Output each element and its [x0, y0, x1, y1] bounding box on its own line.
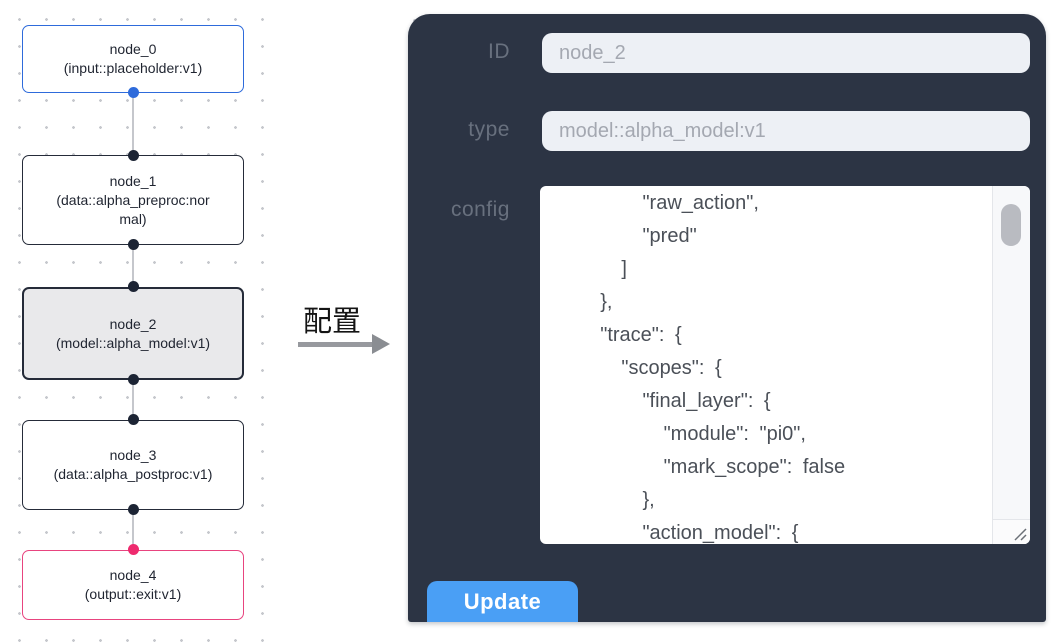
textarea-resize-handle-icon[interactable]: [1011, 525, 1027, 541]
node-subtitle: (data::alpha_preproc:normal): [56, 191, 210, 227]
flow-canvas[interactable]: node_0 (input::placeholder:v1) node_1 (d…: [0, 0, 280, 643]
node-subtitle: (input::placeholder:v1): [63, 60, 203, 76]
node3-source-handle[interactable]: [127, 504, 139, 515]
flow-node-node1[interactable]: node_1 (data::alpha_preproc:normal): [22, 155, 244, 245]
flow-node-node2-selected[interactable]: node_2 (model::alpha_model:v1): [22, 287, 244, 380]
config-scrollbar-thumb[interactable]: [1001, 204, 1021, 246]
type-input[interactable]: [542, 111, 1030, 151]
arrow-shaft: [298, 342, 374, 347]
node4-target-handle[interactable]: [127, 544, 139, 555]
node3-target-handle[interactable]: [127, 414, 139, 425]
node0-source-handle[interactable]: [127, 87, 139, 98]
node-subtitle: (data::alpha_postproc:v1): [53, 466, 213, 482]
flow-node-node0[interactable]: node_0 (input::placeholder:v1): [22, 25, 244, 93]
node1-target-handle[interactable]: [127, 150, 139, 161]
config-textarea[interactable]: "raw_action", "pred" ] }, "trace": { "sc…: [540, 186, 1030, 544]
update-button[interactable]: Update: [427, 581, 578, 622]
node2-target-handle[interactable]: [127, 281, 139, 292]
flow-node-node4[interactable]: node_4 (output::exit:v1): [22, 550, 244, 620]
type-field-label: type: [468, 118, 510, 141]
edge-node1-node2: [132, 245, 134, 287]
id-field-label: ID: [488, 40, 510, 63]
arrow-head: [372, 334, 390, 354]
flow-node-node3[interactable]: node_3 (data::alpha_postproc:v1): [22, 420, 244, 510]
node-title: node_0: [109, 41, 157, 57]
edge-node0-node1: [132, 93, 134, 155]
id-input[interactable]: [542, 33, 1030, 73]
node1-source-handle[interactable]: [127, 239, 139, 250]
edge-node3-node4: [132, 510, 134, 550]
node-subtitle: (model::alpha_model:v1): [55, 334, 211, 351]
node-subtitle: (output::exit:v1): [84, 586, 182, 602]
node-title: node_2: [109, 315, 157, 332]
node2-source-handle[interactable]: [127, 374, 139, 385]
node-title: node_4: [109, 567, 157, 583]
right-arrow-icon: [296, 332, 400, 356]
config-field-label: config: [450, 198, 510, 221]
node-title: node_1: [109, 172, 157, 189]
node-title: node_3: [109, 447, 157, 463]
config-json-text[interactable]: "raw_action", "pred" ] }, "trace": { "sc…: [600, 192, 846, 544]
config-scrollbar-track[interactable]: [992, 186, 1030, 544]
node-config-panel: ID type config "raw_action", "pred" ] },…: [408, 14, 1046, 622]
configure-annotation-label: 配置: [302, 306, 361, 338]
edge-node2-node3: [132, 380, 134, 420]
